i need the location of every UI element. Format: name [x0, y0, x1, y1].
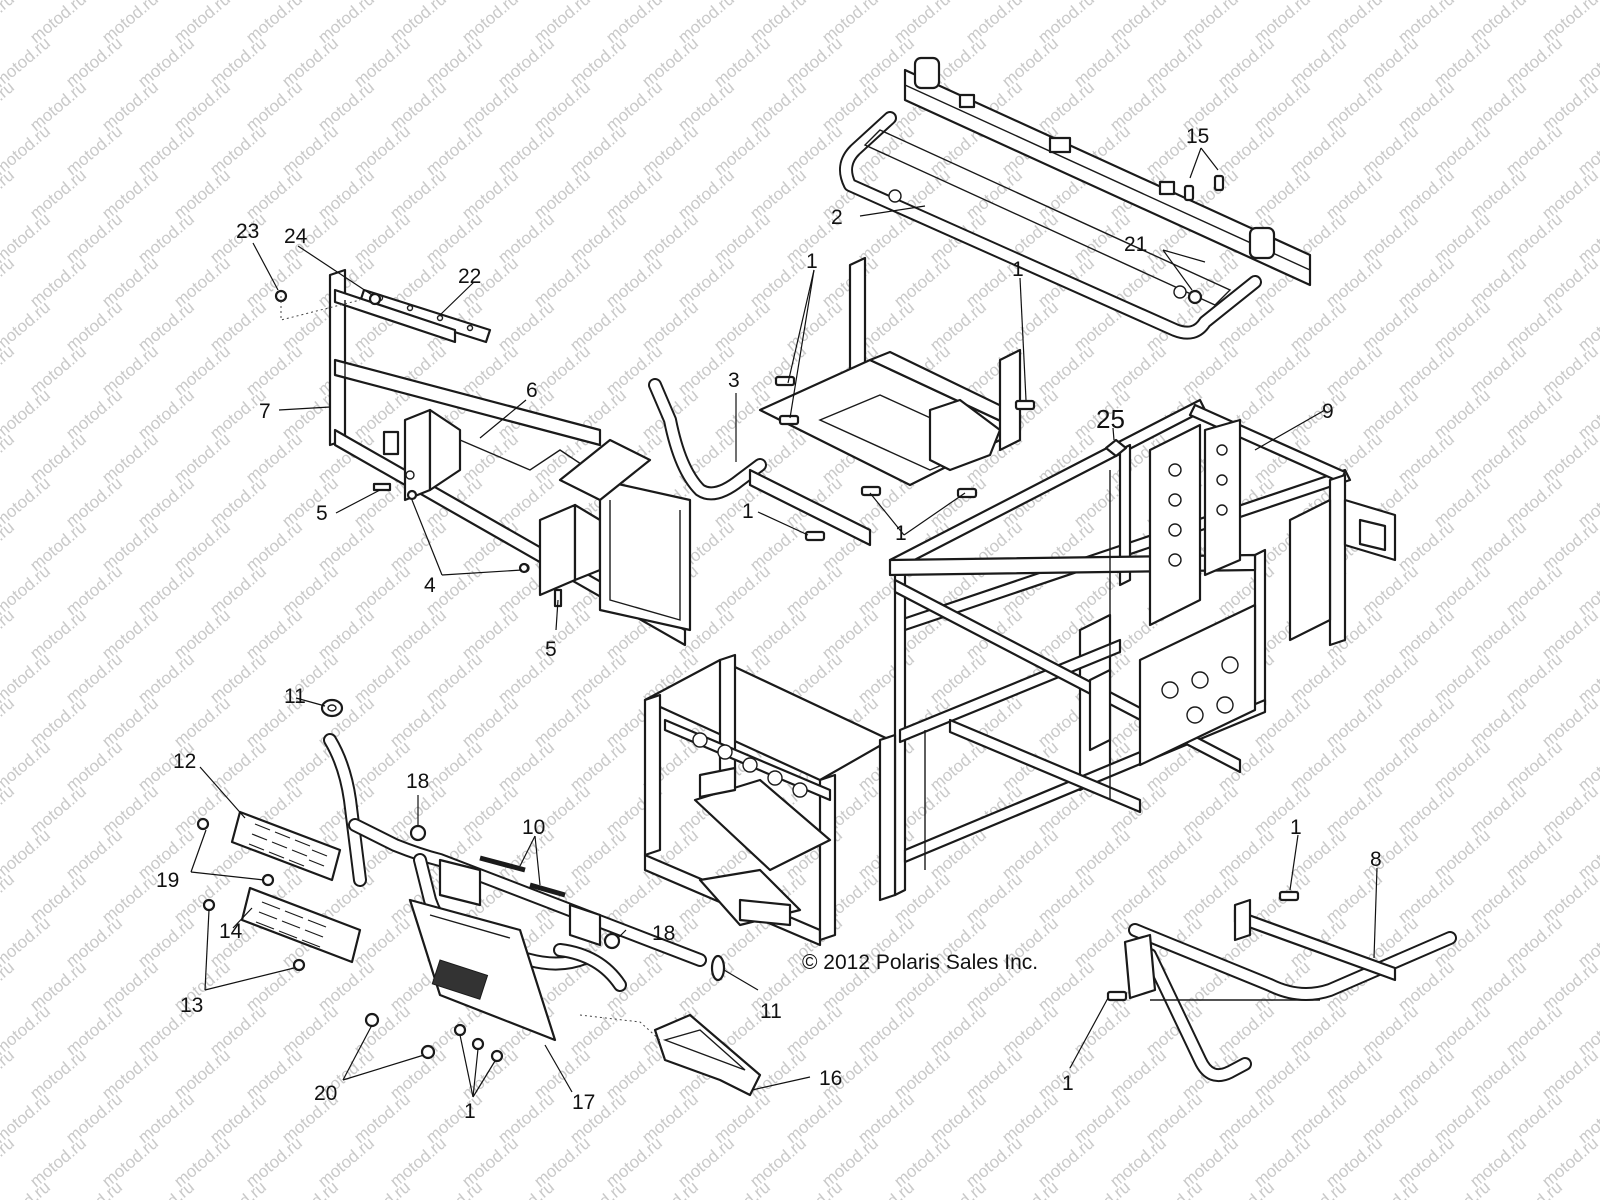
- part-16-skid-plate: [653, 1013, 762, 1097]
- leader-lines: [190, 147, 1378, 1098]
- part-7-front-frame: [328, 268, 692, 647]
- watermark-text: motod.ru: [0, 165, 18, 223]
- callout-1f: 1: [1290, 816, 1302, 839]
- callout-14: 14: [219, 920, 243, 943]
- callout-18a: 18: [406, 770, 429, 793]
- watermark-text: motod.ru: [0, 1045, 18, 1103]
- callout-13: 13: [180, 994, 203, 1017]
- callout-18b: 18: [652, 922, 675, 945]
- watermark-text: motod.ru: [494, 1177, 558, 1200]
- callout-19: 19: [156, 869, 179, 892]
- watermark-text: motod.ru: [710, 1177, 774, 1200]
- watermark-text: motod.ru: [0, 693, 18, 751]
- callout-1e: 1: [464, 1100, 476, 1123]
- callout-1d: 1: [895, 522, 907, 545]
- callout-3: 3: [728, 369, 740, 392]
- watermark-text: motod.ru: [350, 1177, 414, 1200]
- part-17-front-bumper: [323, 733, 707, 1042]
- watermark-text: motod.ru: [278, 1177, 342, 1200]
- watermark-text: motod.ru: [1358, 1177, 1422, 1200]
- part-3-floor-pan: [648, 256, 1022, 547]
- callout-17: 17: [572, 1091, 595, 1114]
- callout-23: 23: [236, 220, 259, 243]
- watermark-text: motod.ru: [0, 341, 18, 399]
- watermark-text: motod.ru: [1142, 1177, 1206, 1200]
- watermark-text: motod.ru: [782, 1177, 846, 1200]
- watermark-text: motod.ru: [422, 1177, 486, 1200]
- watermark-text: motod.ru: [0, 869, 18, 927]
- callout-1b: 1: [1012, 258, 1024, 281]
- callout-8: 8: [1370, 848, 1382, 871]
- watermark-text: motod.ru: [0, 77, 18, 135]
- callout-5a: 5: [316, 502, 328, 525]
- callout-5b: 5: [545, 638, 557, 661]
- callout-1g: 1: [1062, 1072, 1074, 1095]
- watermark-text: motod.ru: [638, 1177, 702, 1200]
- part-2-rear-frame: [839, 56, 1312, 340]
- callout-15: 15: [1186, 125, 1209, 148]
- callout-10: 10: [522, 816, 545, 839]
- callout-11b: 11: [760, 1000, 782, 1023]
- callout-1a: 1: [806, 250, 818, 273]
- part-14-lower-grille: [240, 886, 362, 964]
- callout-labels: 1 1 1 1 1 1 1 2 3 4 5 5 6 7 8 9 10 11 11…: [156, 125, 1382, 1123]
- watermark-text: motod.ru: [0, 429, 18, 487]
- watermark-text: motod.ru: [206, 1177, 270, 1200]
- watermark-text: motod.ru: [926, 1177, 990, 1200]
- callout-9: 9: [1322, 400, 1334, 423]
- callout-6: 6: [526, 379, 538, 402]
- watermark-text: motod.ru: [0, 517, 18, 575]
- part-12-upper-grille: [230, 810, 342, 882]
- watermark-text: motod.ru: [0, 1133, 18, 1191]
- callout-7: 7: [259, 400, 271, 423]
- watermark-text: motod.ru: [0, 957, 18, 1015]
- callout-1c: 1: [742, 500, 754, 523]
- callout-22: 22: [458, 265, 481, 288]
- watermark-text: motod.ru: [62, 1177, 126, 1200]
- watermark-text: motod.ru: [1430, 1177, 1494, 1200]
- watermark-text: motod.ru: [1214, 1177, 1278, 1200]
- watermark-text: motod.ru: [1574, 1177, 1600, 1200]
- callout-2: 2: [831, 206, 843, 229]
- watermark-text: motod.ru: [854, 1177, 918, 1200]
- callout-4: 4: [424, 574, 436, 597]
- watermark-text: motod.ru: [566, 1177, 630, 1200]
- watermark-text: motod.ru: [1070, 1177, 1134, 1200]
- watermark-text: motod.ru: [0, 253, 18, 311]
- watermark-text: motod.ru: [1286, 1177, 1350, 1200]
- callout-16: 16: [819, 1067, 842, 1090]
- callout-25: 25: [1096, 404, 1125, 434]
- part-8-rear-bumper: [1123, 898, 1457, 1082]
- watermark-text: motod.ru: [0, 781, 18, 839]
- watermark-text: motod.ru: [998, 1177, 1062, 1200]
- callout-11a: 11: [284, 685, 306, 708]
- callout-24: 24: [284, 225, 308, 248]
- watermark-text: motod.ru: [0, 605, 18, 663]
- watermark-text: motod.ru: [134, 1177, 198, 1200]
- front-sub-frame: [643, 653, 897, 947]
- watermark-text: motod.ru: [1574, 0, 1600, 3]
- callout-12: 12: [173, 750, 196, 773]
- callout-21: 21: [1124, 233, 1147, 256]
- copyright-text: © 2012 Polaris Sales Inc.: [802, 951, 1038, 974]
- watermark-text: motod.ru: [0, 0, 18, 47]
- callout-20: 20: [314, 1082, 337, 1105]
- part-9-main-chassis: [888, 398, 1397, 897]
- watermark-text: motod.ru: [1502, 1177, 1566, 1200]
